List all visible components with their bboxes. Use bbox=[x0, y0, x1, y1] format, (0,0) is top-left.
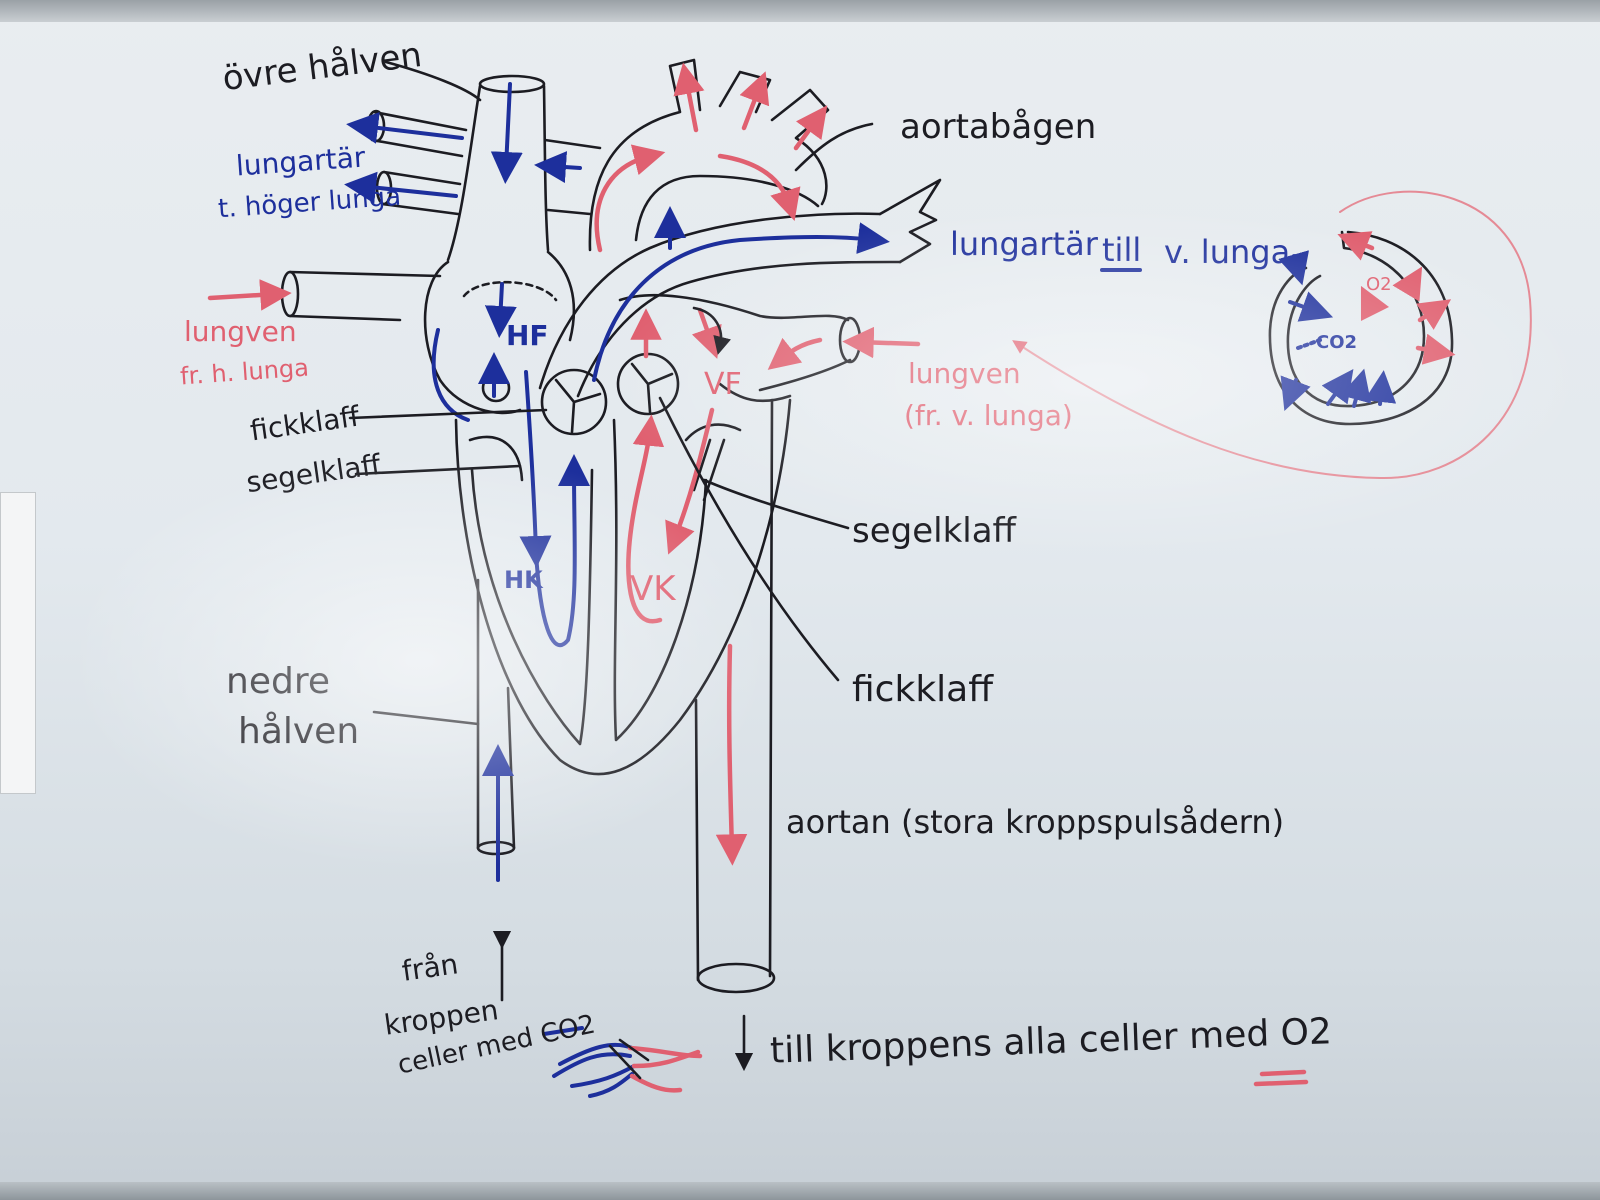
label-lungartar-till-b: till bbox=[1102, 231, 1142, 269]
label-vf: VF bbox=[704, 367, 742, 402]
label-aortan: aortan (stora kroppspulsådern) bbox=[786, 803, 1285, 841]
pulmonary-trunk bbox=[538, 178, 942, 398]
right-pulmonary-vein bbox=[280, 270, 442, 322]
label-lungven-vanster-2: (fr. v. lunga) bbox=[904, 399, 1073, 432]
pulmonary-valve-drawing bbox=[540, 368, 608, 436]
label-nedre-halven-1: nedre bbox=[226, 661, 330, 702]
alveolus-drawing bbox=[1268, 230, 1456, 426]
label-aortabagen: aortabågen bbox=[900, 107, 1097, 147]
label-hf: HF bbox=[506, 319, 549, 352]
superior-vena-cava bbox=[446, 74, 550, 262]
label-hk: HK bbox=[504, 566, 543, 594]
label-lungven-hoger-1: lungven bbox=[184, 315, 297, 348]
label-segelklaff-right: segelklaff bbox=[852, 511, 1016, 551]
label-lungartar-till-a: lungartär bbox=[950, 225, 1098, 263]
label-lungartar-till-c: v. lunga bbox=[1164, 233, 1291, 271]
label-alveolus-co2: CO2 bbox=[1316, 332, 1358, 353]
label-lungven-vanster-1: lungven bbox=[908, 357, 1021, 390]
label-vk: VK bbox=[630, 569, 676, 609]
label-fickklaff-right: fickklaff bbox=[852, 669, 994, 710]
aortic-valve-drawing bbox=[616, 352, 680, 416]
label-nedre-halven-2: hålven bbox=[238, 711, 360, 752]
label-alveolus-o2: O2 bbox=[1366, 274, 1392, 295]
right-atrium bbox=[423, 250, 576, 415]
capillary-network bbox=[552, 1038, 703, 1098]
label-fran-1: från bbox=[399, 947, 461, 988]
